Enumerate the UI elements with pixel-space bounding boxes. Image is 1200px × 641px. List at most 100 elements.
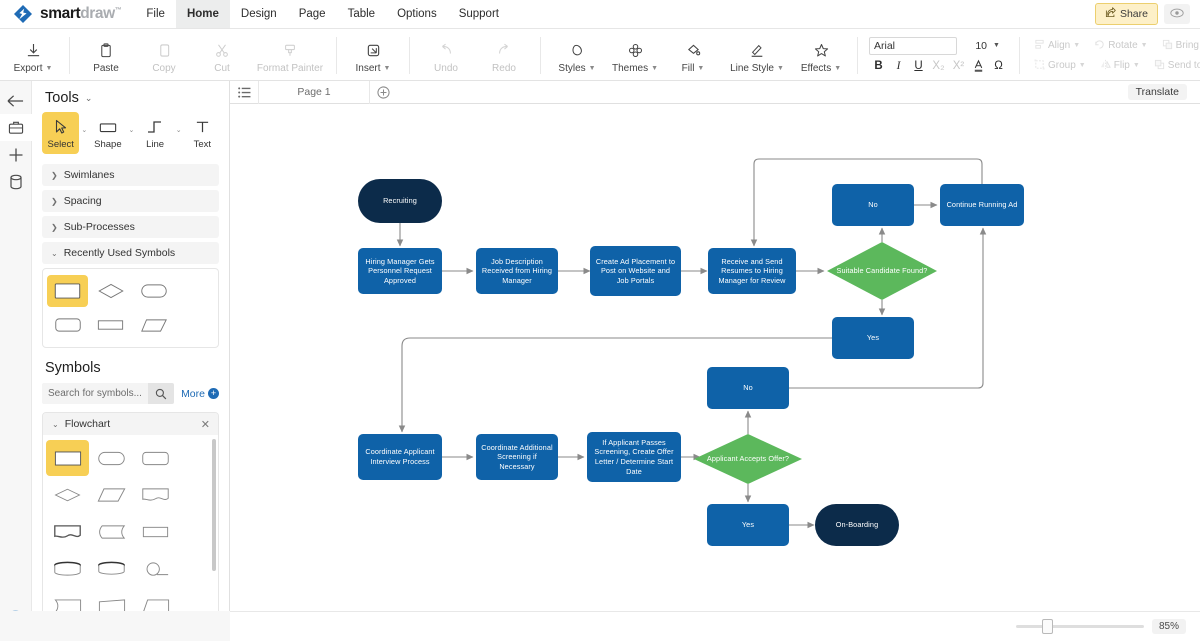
redo-button[interactable]: Redo: [475, 31, 533, 80]
accordion-swimlanes[interactable]: ❯ Swimlanes: [42, 164, 219, 186]
group-button[interactable]: Group▼: [1027, 58, 1093, 74]
recent-symbol-parallelogram[interactable]: [133, 309, 174, 341]
translate-button[interactable]: Translate: [1127, 84, 1187, 100]
paste-button[interactable]: Paste: [77, 31, 135, 80]
bold-button[interactable]: B: [874, 60, 883, 72]
styles-button[interactable]: Styles▼: [548, 31, 606, 80]
library-header[interactable]: ⌄ Flowchart ✕: [43, 413, 218, 435]
shape-rounded-rect[interactable]: [134, 440, 177, 476]
recent-symbol-flat-rect[interactable]: [90, 309, 131, 341]
symbol-search-input[interactable]: Search for symbols...: [42, 383, 149, 404]
shape-magnetic-disk[interactable]: [90, 551, 133, 587]
shape-process-rect[interactable]: [46, 440, 89, 476]
accordion-recently-used-symbols[interactable]: ⌄ Recently Used Symbols: [42, 242, 219, 264]
menu-item-file[interactable]: File: [146, 8, 165, 20]
recent-symbol-diamond[interactable]: [90, 275, 131, 307]
plus-icon[interactable]: [0, 141, 32, 168]
line-style-button[interactable]: Line Style▼: [722, 31, 792, 80]
zoom-slider-thumb[interactable]: [1041, 619, 1053, 634]
superscript-button[interactable]: X²: [952, 60, 965, 72]
symbol-omega-button[interactable]: Ω: [994, 60, 1003, 72]
menu-item-home[interactable]: Home: [175, 0, 230, 28]
export-button[interactable]: Export▼: [4, 31, 62, 80]
list-menu-icon[interactable]: [230, 86, 258, 98]
flow-node-job-description[interactable]: Job Description Received from Hiring Man…: [476, 248, 558, 294]
menu-item-design[interactable]: Design: [240, 8, 277, 20]
copy-button[interactable]: Copy: [135, 31, 193, 80]
menu-item-options[interactable]: Options: [397, 8, 437, 20]
shape-terminator-stadium[interactable]: [90, 440, 133, 476]
tool-line[interactable]: Line: [136, 112, 173, 154]
align-button[interactable]: Align▼: [1027, 38, 1087, 54]
font-size-chevron-down-icon[interactable]: ▼: [993, 42, 1000, 49]
accordion-sub-processes[interactable]: ❯ Sub-Processes: [42, 216, 219, 238]
bring-to-front-button[interactable]: Bring to Front: [1155, 38, 1200, 54]
send-to-back-button[interactable]: Send to Back: [1147, 58, 1200, 74]
cut-button[interactable]: Cut: [193, 31, 251, 80]
shape-stored-data[interactable]: [90, 514, 133, 550]
font-family-input[interactable]: Arial: [869, 36, 957, 55]
subscript-button[interactable]: X₂: [932, 60, 945, 72]
flip-button[interactable]: Flip▼: [1093, 58, 1147, 74]
format-painter-button[interactable]: Format Painter: [251, 31, 329, 80]
menu-item-page[interactable]: Page: [298, 8, 326, 20]
shape-parallelogram-data[interactable]: [90, 477, 133, 513]
shape-magnetic-drum[interactable]: [134, 551, 177, 587]
data-cylinder-icon[interactable]: [0, 168, 32, 195]
more-symbols-link[interactable]: More +: [181, 388, 219, 400]
accordion-spacing[interactable]: ❯ Spacing: [42, 190, 219, 212]
tools-panel-title[interactable]: Tools ⌄: [32, 81, 229, 112]
flow-node-offer-letter[interactable]: If Applicant Passes Screening, Create Of…: [587, 432, 681, 482]
text-color-button[interactable]: [969, 58, 988, 75]
flow-node-recruiting[interactable]: Recruiting: [358, 179, 442, 223]
flow-node-hiring-manager-approval[interactable]: Hiring Manager Gets Personnel Request Ap…: [358, 248, 442, 294]
insert-button[interactable]: Insert▼: [344, 31, 402, 80]
flow-node-suitable-candidate-decision[interactable]: Suitable Candidate Found?: [827, 242, 937, 300]
rotate-button[interactable]: Rotate▼: [1087, 38, 1154, 54]
templates-briefcase-icon[interactable]: [0, 114, 32, 141]
underline-button[interactable]: U: [914, 60, 923, 72]
themes-button[interactable]: Themes▼: [606, 31, 664, 80]
font-size-input[interactable]: 10: [975, 39, 987, 52]
flow-node-create-ad-placement[interactable]: Create Ad Placement to Post on Website a…: [590, 246, 681, 296]
recent-symbol-stadium[interactable]: [133, 275, 174, 307]
back-arrow-icon[interactable]: [0, 87, 32, 114]
shape-flat-rectangle[interactable]: [134, 514, 177, 550]
menu-item-support[interactable]: Support: [458, 8, 499, 20]
search-icon[interactable]: [148, 383, 175, 404]
tool-select[interactable]: Select: [42, 112, 80, 154]
flow-node-onboarding[interactable]: On-Boarding: [815, 504, 899, 546]
preview-button[interactable]: [1164, 4, 1190, 24]
flow-node-no-offer[interactable]: No: [707, 367, 789, 409]
flow-node-yes-offer[interactable]: Yes: [707, 504, 789, 546]
shape-multi-document[interactable]: [46, 514, 89, 550]
zoom-slider[interactable]: [1015, 619, 1144, 634]
flow-node-no-suitable[interactable]: No: [832, 184, 914, 226]
tool-shape[interactable]: Shape: [89, 112, 126, 154]
zoom-level-value[interactable]: 85%: [1151, 619, 1186, 634]
shape-direct-access-storage[interactable]: [46, 551, 89, 587]
tool-text[interactable]: Text: [184, 112, 221, 154]
close-x-icon[interactable]: ✕: [200, 418, 210, 431]
share-button[interactable]: Share: [1094, 3, 1158, 25]
fill-button[interactable]: Fill▼: [664, 31, 722, 80]
tool-select-chevron-down-icon[interactable]: ⌄: [81, 127, 88, 134]
tool-line-chevron-down-icon[interactable]: ⌄: [175, 127, 182, 134]
flow-node-yes-suitable[interactable]: Yes: [832, 317, 914, 359]
recent-symbol-rectangle[interactable]: [47, 275, 88, 307]
flow-node-receive-send-resumes[interactable]: Receive and Send Resumes to Hiring Manag…: [708, 248, 796, 294]
shape-document[interactable]: [134, 477, 177, 513]
library-scrollbar[interactable]: [212, 439, 216, 571]
flow-node-applicant-accepts-decision[interactable]: Applicant Accepts Offer?: [694, 434, 802, 484]
menu-item-table[interactable]: Table: [347, 8, 376, 20]
tool-shape-chevron-down-icon[interactable]: ⌄: [128, 127, 135, 134]
recent-symbol-rounded-rect[interactable]: [47, 309, 88, 341]
diagram-canvas[interactable]: Recruiting Hiring Manager Gets Personnel…: [230, 104, 1200, 611]
shape-decision-diamond[interactable]: [46, 477, 89, 513]
flow-node-coordinate-interview[interactable]: Coordinate Applicant Interview Process: [358, 434, 442, 480]
undo-button[interactable]: Undo: [417, 31, 475, 80]
effects-button[interactable]: Effects▼: [792, 31, 850, 80]
page-tab-1[interactable]: Page 1: [297, 86, 331, 98]
flow-node-coordinate-screening[interactable]: Coordinate Additional Screening if Neces…: [476, 434, 558, 480]
italic-button[interactable]: I: [896, 60, 901, 72]
